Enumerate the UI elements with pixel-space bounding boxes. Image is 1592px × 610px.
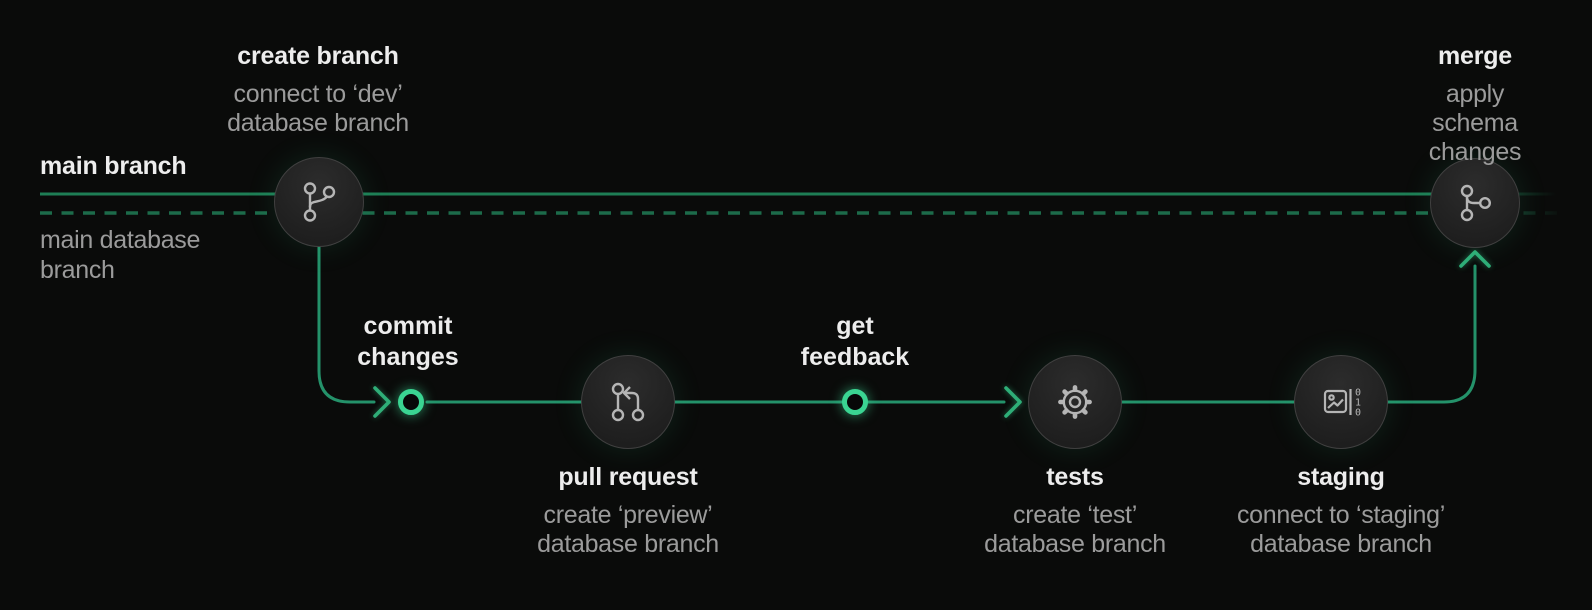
staging-to-merge-path	[1386, 264, 1477, 404]
staging-digit: 0	[1355, 388, 1361, 399]
pull-request-title: pull request	[558, 463, 698, 491]
arrow-right-icon	[1004, 386, 1022, 418]
staging-subtitle: connect to ‘staging’ database branch	[1236, 501, 1446, 558]
get-feedback-label: get feedback	[800, 312, 910, 371]
git-branch-icon	[303, 182, 336, 222]
merge-subtitle: apply schema changes	[1428, 80, 1522, 166]
gear-icon	[1058, 385, 1092, 419]
staging-digit: 1	[1355, 398, 1361, 409]
create-branch-node	[274, 157, 364, 247]
pull-request-node	[581, 355, 675, 449]
branch-down-path	[317, 244, 376, 404]
staging-title: staging	[1297, 463, 1385, 491]
tests-label: tests create ‘test’ database branch	[984, 463, 1166, 559]
create-branch-subtitle: connect to ‘dev’ database branch	[227, 80, 409, 137]
staging-digit: 0	[1355, 408, 1361, 419]
pull-request-label: pull request create ‘preview’ database b…	[537, 463, 719, 559]
arrow-up-icon	[1459, 250, 1491, 268]
staging-node: 0 1 0	[1294, 355, 1388, 449]
main-branch-label: main branch	[40, 152, 187, 180]
create-branch-title: create branch	[237, 42, 399, 70]
merge-label: merge apply schema changes	[1417, 42, 1534, 167]
create-branch-label: create branch connect to ‘dev’ database …	[227, 42, 409, 138]
main-database-branch-label: main database branch	[40, 226, 201, 284]
commit-changes-marker	[398, 389, 424, 415]
commit-changes-label: commit changes	[357, 312, 459, 371]
merge-title: merge	[1437, 42, 1513, 70]
schema-data-icon: 0 1 0	[1323, 388, 1361, 419]
get-feedback-marker	[842, 389, 868, 415]
tests-title: tests	[1046, 463, 1104, 491]
tests-node	[1028, 355, 1122, 449]
git-merge-icon	[1460, 184, 1492, 222]
pull-request-subtitle: create ‘preview’ database branch	[537, 501, 719, 558]
git-pull-request-icon	[611, 382, 645, 422]
arrow-right-icon	[373, 386, 391, 418]
staging-label: staging connect to ‘staging’ database br…	[1237, 463, 1445, 559]
tests-subtitle: create ‘test’ database branch	[984, 501, 1166, 558]
merge-node	[1430, 158, 1520, 248]
